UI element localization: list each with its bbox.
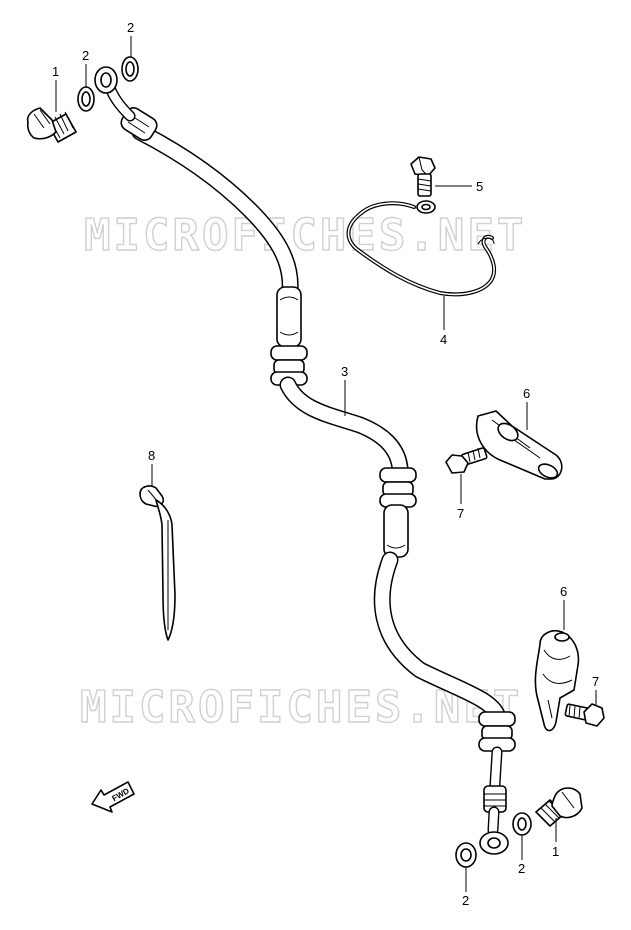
hose-clamp-upper[interactable] [475,410,563,481]
callout-number: 7 [592,674,599,689]
sealing-washer-top-right[interactable] [121,56,139,82]
callout-washer-bottom-left: 2 [462,867,469,908]
callout-number: 1 [552,844,559,859]
callout-number: 6 [523,386,530,401]
union-bolt-top[interactable] [26,107,77,143]
hose-clamp-lower[interactable] [534,629,580,732]
callout-number: 5 [476,179,483,194]
callout-number: 6 [560,584,567,599]
callout-number: 1 [52,64,59,79]
callout-clamp-upper-bolt: 7 [457,474,464,521]
callout-number: 3 [341,364,348,379]
clamp-bolt-lower[interactable] [564,703,605,727]
cable-tie[interactable] [139,485,176,641]
callout-hose-guide: 4 [440,296,447,347]
callout-number: 2 [462,893,469,908]
sealing-washer-bottom-left[interactable] [455,842,477,868]
callout-bolt-bottom: 1 [552,818,559,859]
callout-clamp-lower-bolt: 7 [592,674,599,705]
callout-number: 2 [82,48,89,63]
sealing-washer-top-left[interactable] [77,86,95,112]
brake-hose[interactable] [94,66,516,855]
hose-guide-bolt[interactable] [410,156,436,197]
callout-guide-bolt: 5 [435,179,483,194]
callout-number: 8 [148,448,155,463]
callout-brake-hose: 3 [341,364,348,416]
callout-number: 7 [457,506,464,521]
callout-washer-top-right: 2 [127,20,134,57]
sealing-washer-bottom-right[interactable] [512,812,532,836]
callout-clamp-upper: 6 [523,386,530,430]
callout-number: 2 [127,20,134,35]
callout-clamp-lower: 6 [560,584,567,630]
callout-cable-tie: 8 [148,448,155,486]
callout-bolt-top: 1 [52,64,59,112]
callout-washer-bottom-right: 2 [518,835,525,876]
hose-guide-wire[interactable] [346,200,497,297]
union-bolt-bottom[interactable] [535,787,583,827]
callout-number: 2 [518,861,525,876]
watermark-upper: MICROFICHES.NET [84,210,526,261]
forward-direction-arrow: FWD [91,781,135,813]
callout-number: 4 [440,332,447,347]
clamp-bolt-upper[interactable] [445,447,488,474]
callout-washer-top-left: 2 [82,48,89,87]
